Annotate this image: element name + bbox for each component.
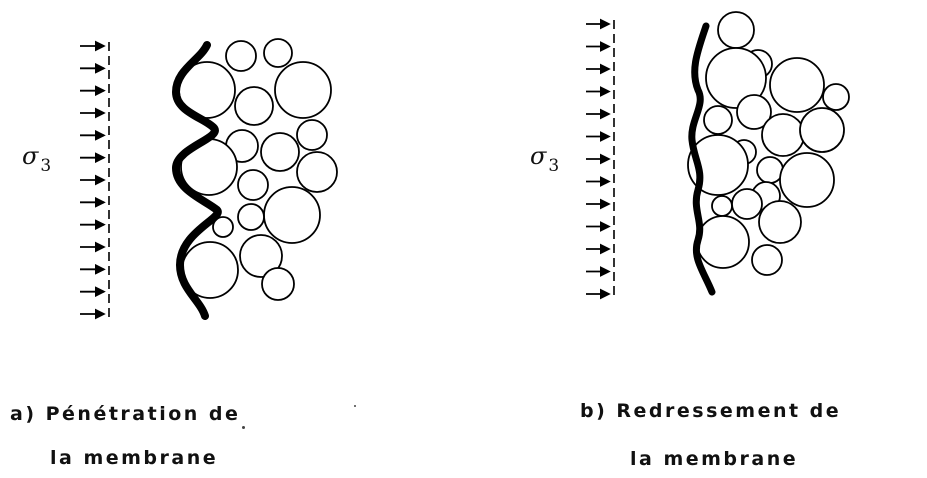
soil-grain: [718, 12, 754, 48]
soil-grain: [770, 58, 824, 112]
soil-grain: [297, 120, 327, 150]
sigma-symbol: σ: [530, 142, 546, 170]
soil-grain: [297, 152, 337, 192]
sigma-subscript: 3: [548, 156, 559, 176]
soil-grain: [238, 170, 268, 200]
soil-grain: [264, 187, 320, 243]
scan-speck: [354, 405, 356, 407]
soil-grain: [275, 62, 331, 118]
soil-grain: [261, 133, 299, 171]
grains-a: [179, 39, 337, 300]
soil-grain: [752, 245, 782, 275]
soil-grain: [264, 39, 292, 67]
soil-grain: [823, 84, 849, 110]
scan-speck: [242, 426, 245, 429]
caption-a-line1: a) Pénétration de: [10, 403, 240, 425]
panel-a: [80, 39, 337, 318]
sigma-symbol: σ: [22, 142, 38, 170]
soil-grain: [759, 201, 801, 243]
grains-b: [688, 12, 849, 275]
soil-grain: [732, 189, 762, 219]
soil-grain: [712, 196, 732, 216]
soil-grain: [704, 106, 732, 134]
caption-b-line2: la membrane: [630, 448, 798, 470]
soil-grain: [757, 157, 783, 183]
caption-a-line2: la membrane: [50, 447, 218, 469]
pressure-arrows-b: [586, 24, 609, 294]
soil-grain: [235, 87, 273, 125]
soil-grain: [762, 114, 804, 156]
pressure-arrows-a: [80, 46, 104, 314]
panel-b: [586, 12, 849, 298]
soil-grain: [697, 216, 749, 268]
soil-grain: [226, 41, 256, 71]
caption-b-line1: b) Redressement de: [580, 400, 841, 422]
sigma-subscript: 3: [40, 156, 51, 176]
soil-grain: [262, 268, 294, 300]
soil-grain: [800, 108, 844, 152]
soil-grain: [780, 153, 834, 207]
soil-grain: [238, 204, 264, 230]
